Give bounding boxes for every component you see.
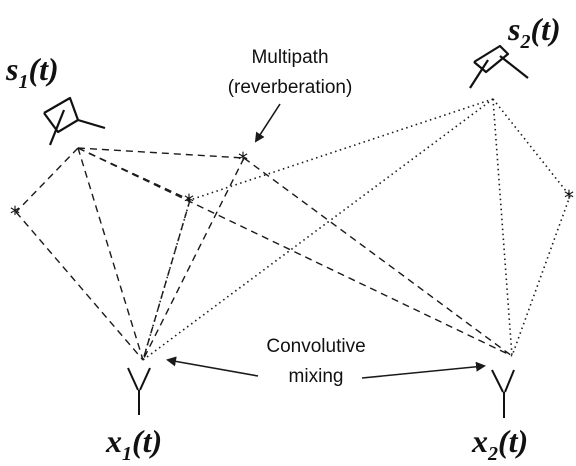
s2-to-reflector-mid (189, 98, 494, 201)
s2-to-mic1-direct (142, 98, 494, 361)
s1-to-reflector-mid (77, 147, 191, 201)
mixture2-label: x2(t) (471, 423, 528, 465)
reflector-star-mid: * (184, 190, 194, 214)
mixing-arrow-left (166, 356, 259, 377)
multipath-label: Multipath (251, 47, 328, 68)
source1-label: s1(t) (5, 51, 59, 93)
speaker-icon-source1 (43, 96, 106, 146)
reflector-left-to-mic1 (15, 211, 144, 361)
s1-to-reflector-top (77, 147, 245, 159)
source1-paths (15, 147, 513, 361)
convolutive-label: Convolutive (266, 336, 365, 357)
s1-to-mic1-direct (77, 147, 144, 361)
reflector-top-to-mic1 (142, 157, 245, 361)
reflector-star-right: * (564, 186, 574, 210)
s2-to-reflector-right (492, 98, 571, 197)
source2-label: s2(t) (507, 11, 561, 53)
microphone-icon-1 (127, 367, 151, 415)
reverberation-label: (reverberation) (228, 77, 353, 98)
source2-paths (142, 98, 571, 361)
reflector-star-left: * (10, 202, 20, 226)
s2-to-mic2-direct (492, 98, 513, 357)
mixture1-label: x1(t) (105, 423, 162, 465)
reflector-star-top: * (238, 148, 248, 172)
mixing-arrow-right (361, 361, 486, 379)
speaker-icon-source2 (469, 44, 529, 89)
mixing-label: mixing (289, 366, 344, 387)
reflector-right-to-mic2 (511, 195, 571, 357)
s1-to-reflector-left (15, 147, 79, 213)
s1-to-mic2-direct (77, 147, 513, 357)
multipath-arrow (254, 103, 281, 143)
reflector-mid-to-mic1 (142, 199, 191, 361)
microphone-icon-2 (491, 369, 515, 418)
reflector-top-to-mic2 (243, 157, 513, 357)
